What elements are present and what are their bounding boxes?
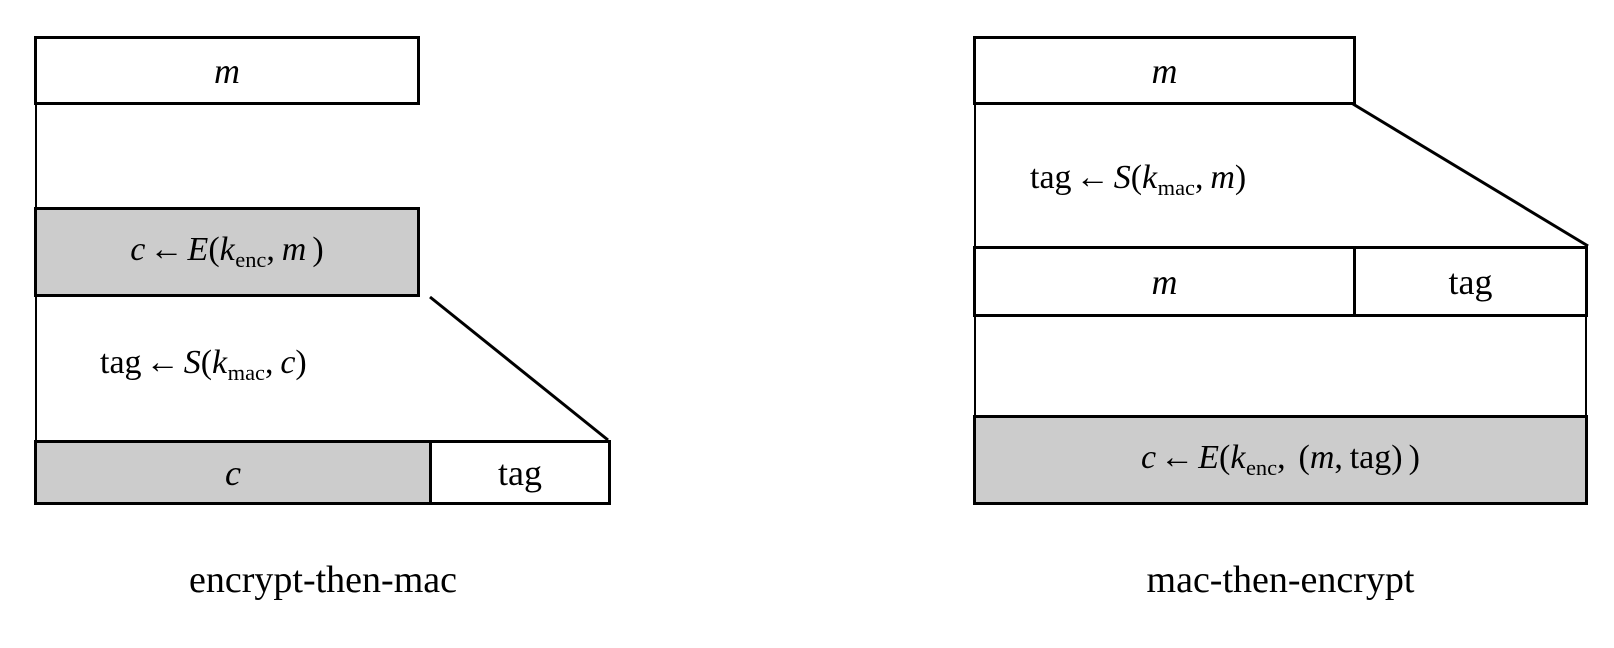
right-intermediate-cell-message: m [973, 246, 1356, 317]
right-spine-segment-upper [974, 103, 976, 249]
left-output-cell-tag: tag [429, 440, 611, 505]
right-encrypt-label: c←E(kenc, (m, tag)) [1140, 439, 1420, 480]
left-encrypt-label: c←E(kenc, m) [130, 231, 324, 272]
left-plaintext-box: m [34, 36, 420, 105]
spine-segment-lower [35, 295, 37, 442]
right-intermediate-cell-tag: tag [1353, 246, 1588, 317]
left-output-tag-label: tag [498, 452, 542, 493]
plaintext-to-mactag-connector [1352, 102, 1589, 248]
right-caption: mac-then-encrypt [1146, 559, 1415, 601]
right-intermediate-tag-label: tag [1448, 261, 1493, 302]
right-mac-label-region: tag←S(kmac, m) [1030, 145, 1410, 215]
right-plaintext-box: m [973, 36, 1356, 105]
right-mac-label: tag←S(kmac, m) [1030, 159, 1247, 200]
left-mac-label-region: tag←S(kmac, c) [100, 330, 460, 400]
right-encrypt-box: c←E(kenc, (m, tag)) [973, 415, 1588, 505]
right-spine-segment-lower [974, 316, 976, 418]
left-output-ciphertext-label: c [225, 452, 241, 493]
encrypt-to-output-connector [429, 295, 609, 442]
left-mac-label: tag←S(kmac, c) [100, 344, 307, 385]
right-intermediate-message-label: m [1151, 261, 1178, 302]
left-plaintext-label: m [214, 50, 240, 91]
left-caption: encrypt-then-mac [189, 559, 457, 601]
left-encrypt-box: c←E(kenc, m) [34, 207, 420, 297]
spine-segment-upper [35, 103, 37, 209]
right-edge-segment [1585, 316, 1587, 418]
right-plaintext-label: m [1151, 50, 1178, 91]
